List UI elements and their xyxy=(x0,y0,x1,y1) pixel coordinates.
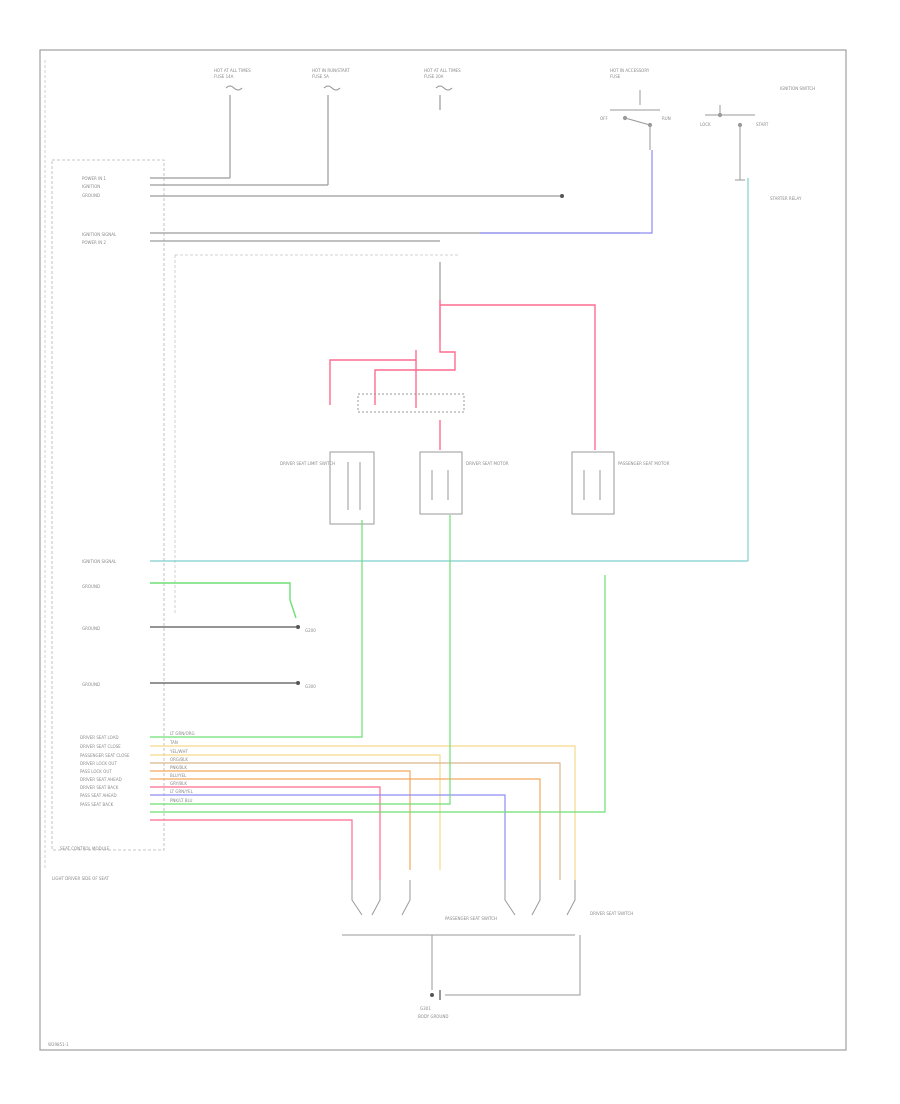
switch-pin-7: DRIVER SEAT BACK xyxy=(80,785,119,790)
switch-pin-5: PASS LOCK OUT xyxy=(80,769,112,774)
wire-color-5: PNK/BLK xyxy=(170,765,187,770)
diagram-frame xyxy=(39,49,847,1051)
module-caption: LIGHT DRIVER SIDE OF SEAT xyxy=(52,876,109,881)
switch-pin-4: DRIVER LOCK OUT xyxy=(80,761,117,766)
relay-driver-motor xyxy=(419,451,463,515)
switch-pin-wires xyxy=(150,515,606,880)
ignition-title: IGNITION SWITCH xyxy=(780,86,815,91)
wire-color-3: YEL/WHT xyxy=(169,749,189,754)
ground-point-1: G200 xyxy=(305,628,316,633)
wire-color-6: BLU/YEL xyxy=(170,773,187,778)
switch-pin-6: DRIVER SEAT AHEAD xyxy=(80,777,122,782)
wire-color-1: LT GRN/ORG xyxy=(170,731,195,736)
switch-pin-1: DRIVER SEAT LOAD xyxy=(80,735,119,740)
fuse-label-3: HOT AT ALL TIMES xyxy=(424,68,461,73)
relay-label-2: DRIVER SEAT MOTOR xyxy=(466,461,509,466)
fuse-value-1: FUSE 14A xyxy=(214,74,234,79)
left-pin-1: POWER IN 1 xyxy=(82,176,107,181)
fuse-label-1: HOT AT ALL TIMES xyxy=(214,68,251,73)
relay-label-3: PASSENGER SEAT MOTOR xyxy=(618,461,670,466)
fuse-label-4: HOT IN ACCESSORY xyxy=(610,68,650,73)
footer-code: W29851-1 xyxy=(48,1042,69,1047)
ignition-state-1: OFF xyxy=(600,116,608,121)
fuse-label-2: HOT IN RUN/START xyxy=(312,68,350,73)
switch-pin-2: DRIVER SEAT CLOSE xyxy=(80,744,121,749)
fuse-2-icon xyxy=(323,85,341,91)
wire-color-8: LT GRN/YEL xyxy=(170,789,194,794)
left-pin-3: GROUND xyxy=(82,193,100,198)
switch-pin-3: PASSENGER SEAT CLOSE xyxy=(80,753,130,758)
ground-point-2: G300 xyxy=(305,684,316,689)
relay-label-1: DRIVER SEAT LIMIT SWITCH xyxy=(280,461,335,466)
ground-terminals xyxy=(296,194,564,997)
switch-pin-9: PASS SEAT BACK xyxy=(80,802,114,807)
relay-passenger-motor xyxy=(571,451,615,515)
wire-color-7: GRY/BLK xyxy=(170,781,187,786)
relay-control-group xyxy=(357,393,465,413)
ground-label: BODY GROUND xyxy=(418,1014,448,1019)
left-pin-4: IGNITION SIGNAL xyxy=(82,232,117,237)
fuse-symbols xyxy=(225,85,453,91)
left-pin-7: GROUND xyxy=(82,584,100,589)
left-pin-6: IGNITION SIGNAL xyxy=(82,559,117,564)
ground-green-wire xyxy=(150,582,297,619)
fuse-feeds xyxy=(150,95,640,340)
left-pin-9: GROUND xyxy=(82,682,100,687)
left-pin-5: POWER IN 2 xyxy=(82,240,107,245)
ignition-state-3: LOCK xyxy=(700,122,711,127)
ignition-state-2: RUN xyxy=(662,116,671,121)
switch-label-2: DRIVER SEAT SWITCH xyxy=(590,911,633,916)
fuse-value-3: FUSE 20A xyxy=(424,74,444,79)
ground-point-3: G301 xyxy=(420,1006,431,1011)
left-pin-2: IGNITION xyxy=(82,184,100,189)
ignition-state-4: START xyxy=(756,122,769,127)
wire-color-9: PNK/LT BLU xyxy=(170,798,193,803)
seat-switches xyxy=(342,880,581,996)
ground-black-wires xyxy=(150,626,441,1000)
module-boundary xyxy=(51,159,165,851)
red-power-wires xyxy=(329,300,596,450)
fuse-1-icon xyxy=(225,85,243,91)
relay-driver-limit xyxy=(329,451,375,525)
wire-color-2: TAN xyxy=(169,740,178,745)
left-pin-8: GROUND xyxy=(82,626,100,631)
fuse-value-4: FUSE xyxy=(610,74,621,79)
wire-color-4: ORG/BLK xyxy=(170,757,188,762)
fuse-3-icon xyxy=(435,85,453,91)
ignition-switch xyxy=(610,90,755,181)
switch-label-1: PASSENGER SEAT SWITCH xyxy=(445,916,497,921)
diagram-labels: HOT AT ALL TIMES FUSE 14A HOT IN RUN/STA… xyxy=(48,68,815,1047)
switch-pin-8: PASS SEAT AHEAD xyxy=(80,793,117,798)
ignition-blue-wire xyxy=(480,150,653,234)
relay-boxes xyxy=(329,393,615,525)
module-title: SEAT CONTROL MODULE xyxy=(60,846,110,851)
fuse-value-2: FUSE 5A xyxy=(312,74,329,79)
starter-relay-label: STARTER RELAY xyxy=(770,196,802,201)
